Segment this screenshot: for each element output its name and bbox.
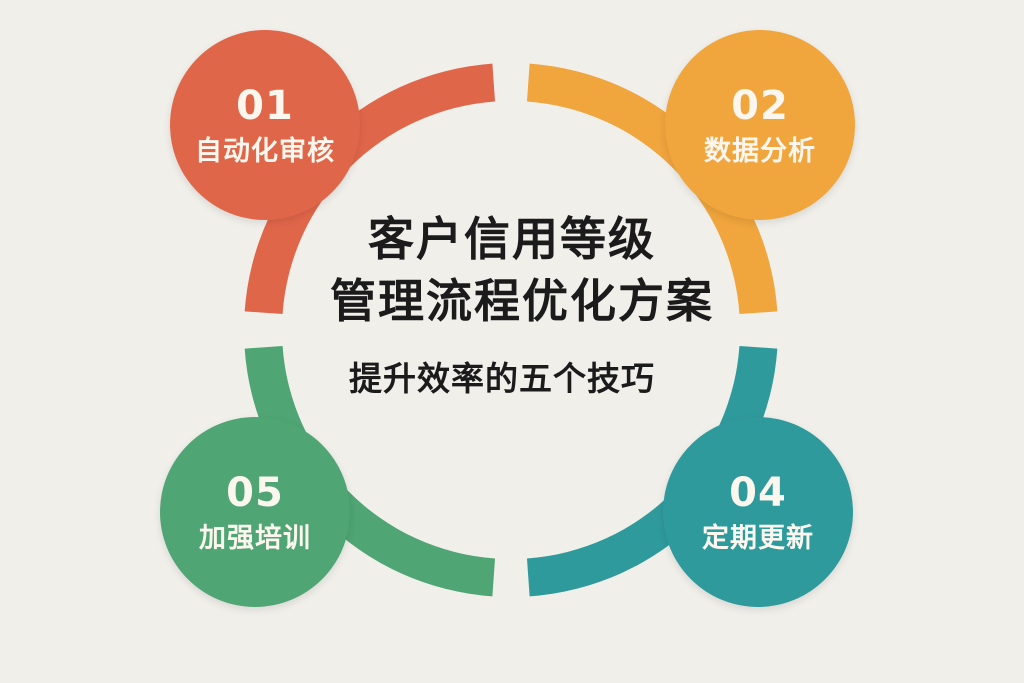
- step-01-circle: 01 自动化审核: [170, 30, 360, 220]
- subtitle: 提升效率的五个技巧: [349, 359, 655, 398]
- step-04-label: 定期更新: [702, 522, 814, 554]
- step-04-circle: 04 定期更新: [663, 417, 853, 607]
- step-05-circle: 05 加强培训: [160, 417, 350, 607]
- step-02-circle: 02 数据分析: [665, 30, 855, 220]
- step-02-number: 02: [731, 82, 789, 129]
- title-line-1: 客户信用等级: [368, 212, 656, 266]
- title-line-2: 管理流程优化方案: [330, 274, 714, 328]
- step-05-label: 加强培训: [199, 522, 311, 554]
- step-01-label: 自动化审核: [195, 135, 335, 167]
- step-02-label: 数据分析: [704, 135, 816, 167]
- step-01-number: 01: [236, 82, 294, 129]
- step-05-number: 05: [226, 469, 284, 516]
- step-04-number: 04: [729, 469, 787, 516]
